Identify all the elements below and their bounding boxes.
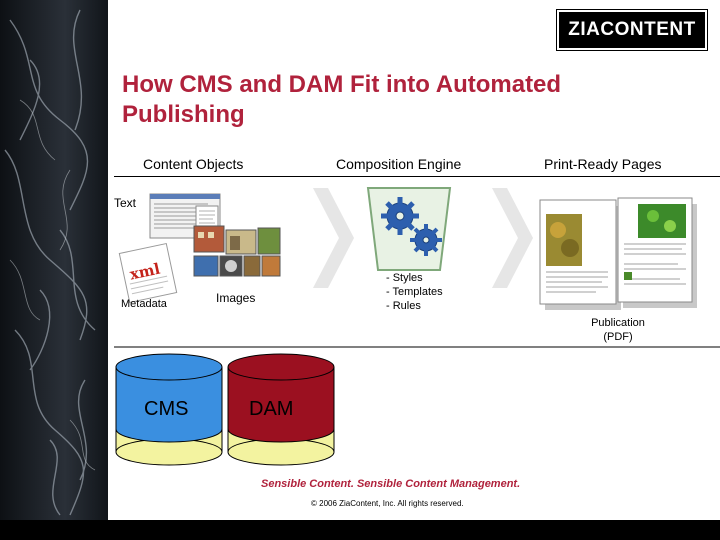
column-header-content-objects: Content Objects [143, 156, 244, 172]
engine-note-templates: - Templates [386, 286, 443, 298]
images-collage-icon [193, 225, 281, 277]
logo-text: ZIACONTENT [568, 19, 696, 40]
label-publication: Publication (PDF) [580, 316, 656, 344]
bottom-bar [0, 520, 720, 540]
tagline: Sensible Content. Sensible Content Manag… [261, 478, 521, 490]
engine-notes: - Styles - Templates - Rules [386, 271, 443, 313]
composition-engine-gears-icon [366, 187, 452, 271]
cms-label: CMS [144, 398, 188, 420]
dam-label: DAM [249, 398, 293, 420]
column-header-composition-engine: Composition Engine [336, 156, 462, 172]
column-header-print-ready-pages: Print-Ready Pages [544, 156, 662, 172]
label-images: Images [216, 291, 256, 305]
cms-repository-cylinder: CMS [115, 353, 223, 466]
print-ready-pages-icon [539, 197, 697, 310]
label-metadata: Metadata [121, 298, 167, 310]
ziacontent-logo: ZIACONTENT [556, 9, 708, 51]
decorative-texture-strip [0, 0, 108, 540]
dam-repository-cylinder: DAM [227, 353, 335, 466]
copyright-notice: © 2006 ZiaContent, Inc. All rights reser… [311, 499, 464, 508]
label-publication-line1: Publication [591, 317, 645, 329]
label-publication-line2: (PDF) [603, 331, 633, 343]
xml-metadata-icon: xml [118, 242, 178, 304]
flow-arrow-2 [492, 188, 533, 288]
engine-note-rules: - Rules [386, 300, 421, 312]
header-divider [114, 176, 720, 177]
engine-note-styles: - Styles [386, 272, 423, 284]
flow-arrow-1 [313, 188, 354, 288]
label-text: Text [114, 196, 137, 210]
slide-title: How CMS and DAM Fit into Automated Publi… [122, 71, 562, 128]
publishing-flow-diagram: xml [114, 187, 720, 466]
